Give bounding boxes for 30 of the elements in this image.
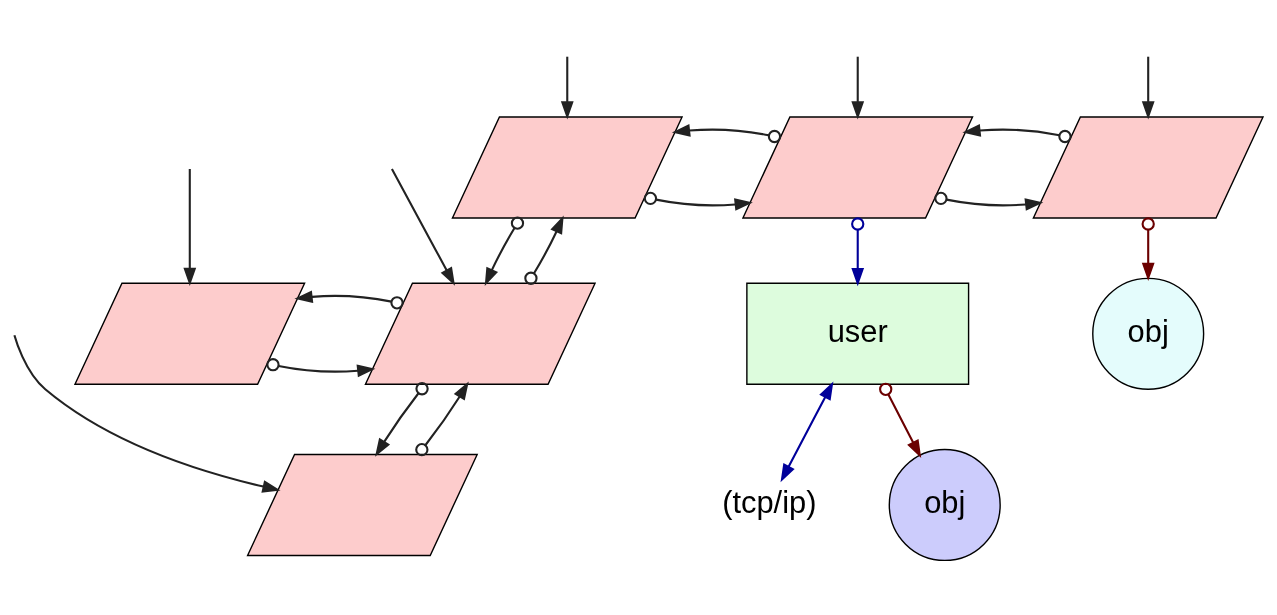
arrow — [851, 216, 865, 286]
node-parallelogram — [741, 115, 974, 219]
arrow — [934, 191, 1044, 211]
arrow — [1141, 216, 1155, 281]
node-box: user — [746, 282, 970, 385]
arrow — [391, 168, 455, 286]
node-text: (tcp/ip) — [722, 484, 817, 520]
arrow — [879, 382, 922, 458]
arrow — [851, 56, 865, 120]
node-parallelogram — [246, 453, 479, 556]
arrow — [1141, 56, 1155, 120]
arrow — [13, 334, 281, 493]
node-parallelogram — [364, 282, 597, 385]
arrow — [294, 289, 404, 309]
arrow — [266, 357, 376, 377]
node-circle: obj — [1092, 277, 1205, 390]
arrow — [415, 381, 469, 456]
arrow — [643, 191, 753, 211]
node-circle: obj — [888, 448, 1001, 561]
arrow — [524, 214, 564, 285]
arrow — [962, 123, 1072, 143]
arrow — [375, 381, 429, 457]
node-parallelogram — [451, 115, 684, 219]
node-parallelogram — [1032, 115, 1265, 219]
arrow — [671, 123, 782, 143]
arrow — [183, 168, 197, 286]
arrow — [780, 381, 834, 482]
node-parallelogram — [73, 282, 306, 385]
arrow — [484, 216, 525, 286]
arrow — [560, 56, 574, 120]
